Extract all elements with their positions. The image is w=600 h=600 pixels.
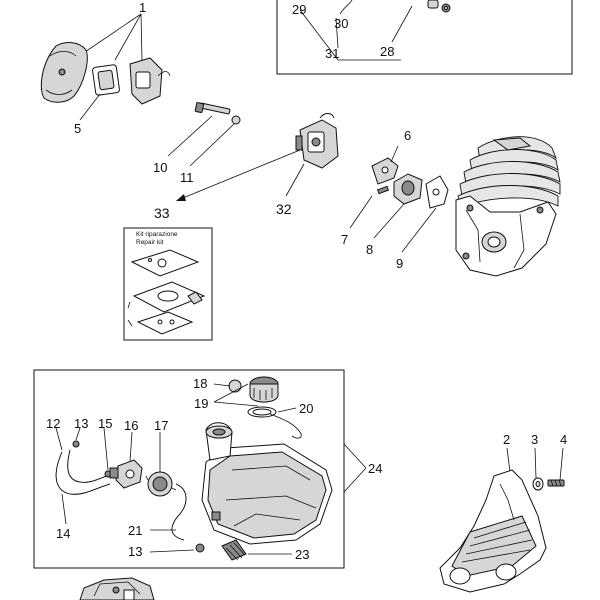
callout-13-top: 13: [74, 416, 88, 431]
callout-9: 9: [396, 256, 403, 271]
callout-7: 7: [341, 232, 348, 247]
fuel-system-box: 24 18 19 20: [33, 369, 382, 569]
bolt-part-28: [427, 0, 451, 13]
callout-16: 16: [124, 418, 138, 433]
callout-23: 23: [295, 547, 309, 562]
callout-13-bottom: 13: [128, 544, 142, 559]
fuel-filter: [145, 471, 177, 497]
callout-3: 3: [531, 432, 538, 447]
fuel-hose-outer: [55, 451, 111, 495]
handle-support-group: 2 3 4: [439, 432, 567, 593]
callout-14: 14: [56, 526, 70, 541]
callout-5: 5: [74, 121, 81, 136]
callout-17: 17: [154, 418, 168, 433]
callout-20: 20: [299, 401, 313, 416]
callout-2: 2: [503, 432, 510, 447]
fuel-tube: [171, 483, 187, 541]
repair-kit-box: [123, 227, 213, 341]
hose-clip: [72, 440, 80, 448]
crankcase: [455, 195, 557, 277]
repair-kit-panel: 33 Kit riparazione Repair kit: [123, 205, 213, 341]
callout-4: 4: [560, 432, 567, 447]
callout-31: 31: [325, 46, 339, 61]
bottom-partial-part: [79, 577, 155, 600]
repair-kit-label-en: Repair kit: [136, 239, 164, 246]
fuel-hose-inner: [67, 449, 113, 483]
bolt-nut: [231, 115, 241, 125]
callout-15: 15: [98, 416, 112, 431]
callout-19: 19: [194, 396, 208, 411]
callout-12: 12: [46, 416, 60, 431]
carb-bolt-group: 10 11: [153, 102, 241, 185]
callout-28: 28: [380, 44, 394, 59]
air-filter-group: 1 5: [40, 0, 171, 136]
long-bolt: [199, 102, 231, 115]
top-right-parts-box: 29 30 31 28: [276, 0, 573, 75]
kit-filter-cap: [187, 291, 203, 305]
callout-30: 30: [334, 16, 348, 31]
fuel-fitting: [109, 459, 143, 489]
callout-6: 6: [404, 128, 411, 143]
fuel-cap: [249, 376, 279, 403]
callout-33: 33: [154, 205, 170, 221]
callout-24: 24: [368, 461, 382, 476]
tank-filter: [221, 539, 247, 561]
callout-8: 8: [366, 242, 373, 257]
callout-21: 21: [128, 523, 142, 538]
callout-29: 29: [292, 2, 306, 17]
carburetor: 32: [176, 113, 339, 217]
callout-32: 32: [276, 201, 292, 217]
cap-small-part: [228, 379, 242, 393]
callout-18: 18: [193, 376, 207, 391]
callout-10: 10: [153, 160, 167, 175]
intake-group: 6 7 8 9: [341, 128, 449, 271]
kit-gasket-3: [136, 311, 194, 335]
engine-cylinder: [455, 136, 561, 277]
callout-11: 11: [180, 170, 194, 185]
callout-1: 1: [139, 0, 146, 15]
intake-screw: [376, 185, 390, 195]
repair-kit-label-it: Kit riparazione: [136, 231, 178, 238]
